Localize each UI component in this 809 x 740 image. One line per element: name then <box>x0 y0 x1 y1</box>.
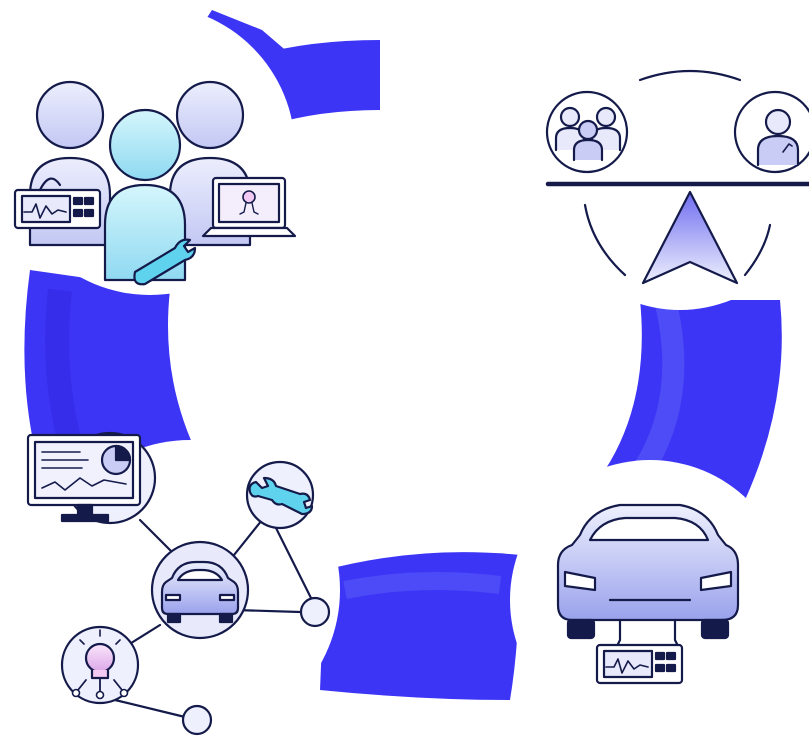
oscilloscope-icon <box>595 643 684 685</box>
balance-scale-icon <box>545 69 809 285</box>
wrench-icon <box>248 476 314 516</box>
team-lead-head <box>108 108 182 182</box>
lightbulb-icon <box>71 629 129 700</box>
team-with-tools-icon <box>13 80 297 286</box>
ring-segment-left <box>24 270 200 470</box>
laptop-icon <box>201 176 297 238</box>
scale-fulcrum <box>641 190 739 285</box>
empty-node <box>299 596 331 628</box>
stage-disc-balance <box>545 40 809 310</box>
car-with-oscilloscope-icon <box>556 503 740 685</box>
connected-network-icon <box>26 431 331 736</box>
monitor-dashboard-icon <box>26 433 142 523</box>
circular-arrow-icon <box>24 10 782 700</box>
empty-node <box>181 704 213 736</box>
oscilloscope-icon <box>13 177 102 230</box>
car-icon <box>160 560 240 624</box>
wrench-icon <box>133 238 197 286</box>
